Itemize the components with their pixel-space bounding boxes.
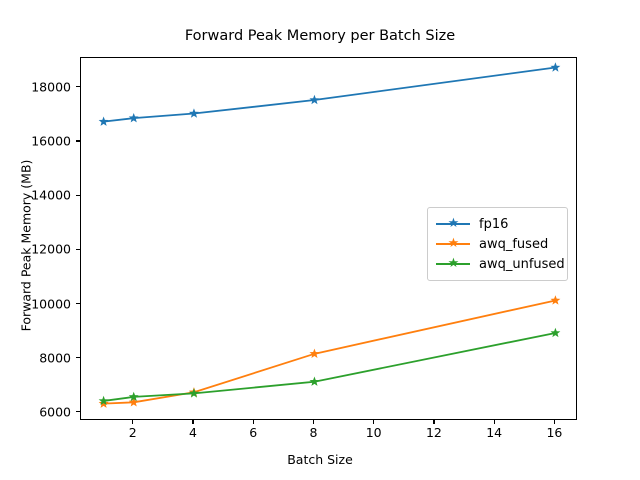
legend-item[interactable]: ★ awq_unfused [436, 254, 565, 274]
x-tick-label: 2 [128, 425, 137, 440]
legend-label-awq-unfused: awq_unfused [479, 256, 565, 272]
y-tick-mark [76, 357, 80, 359]
data-point-marker [189, 108, 199, 118]
y-tick-label: 16000 [31, 133, 71, 149]
data-point-marker [189, 388, 199, 398]
chart-legend: ★ fp16 ★ awq_fused ★ awq_unfused [427, 207, 568, 281]
chart-title: Forward Peak Memory per Batch Size [184, 28, 456, 44]
x-tick-mark [132, 420, 134, 424]
x-tick-label: 14 [486, 425, 503, 440]
y-tick-mark [76, 194, 80, 196]
y-tick-mark [76, 303, 80, 305]
legend-line-icon [436, 223, 470, 225]
data-point-marker [309, 94, 320, 105]
legend-swatch-awq-unfused: ★ [436, 257, 470, 271]
y-tick-mark [76, 140, 80, 142]
y-tick-mark [76, 411, 80, 413]
data-point-marker [128, 397, 139, 407]
x-tick-label: 10 [365, 425, 382, 440]
x-axis-label: Batch Size [287, 452, 353, 467]
data-point-marker [550, 62, 561, 72]
legend-line-icon [436, 263, 470, 265]
x-tick-mark [493, 420, 495, 424]
y-tick-label: 12000 [31, 241, 71, 257]
y-tick-label: 14000 [31, 187, 71, 203]
plot-lines [98, 62, 561, 408]
series-line-awq_fused [103, 299, 556, 405]
data-point-marker [128, 112, 139, 123]
y-tick-label: 10000 [31, 296, 71, 311]
y-tick-label: 6000 [39, 404, 71, 420]
legend-label-awq-fused: awq_fused [479, 236, 549, 252]
x-tick-mark [433, 420, 435, 424]
x-tick-mark [192, 420, 194, 424]
star-marker-icon: ★ [447, 236, 460, 251]
x-tick-label: 16 [546, 425, 563, 440]
data-point-marker [550, 295, 561, 305]
series-line-awq_unfused [103, 332, 556, 402]
star-marker-icon: ★ [447, 256, 460, 271]
data-point-marker [550, 327, 561, 338]
x-tick-label: 6 [249, 425, 258, 440]
data-point-marker [309, 376, 320, 386]
data-point-marker [98, 395, 109, 406]
data-point-marker [98, 116, 109, 126]
y-tick-mark [76, 86, 80, 88]
legend-swatch-awq-fused: ★ [436, 237, 470, 251]
data-point-marker [98, 398, 109, 408]
x-tick-mark [373, 420, 375, 424]
x-tick-mark [553, 420, 555, 424]
y-tick-label: 8000 [39, 350, 71, 366]
data-point-marker [309, 348, 320, 359]
x-tick-label: 12 [425, 425, 442, 440]
star-marker-icon: ★ [447, 216, 460, 231]
y-tick-mark [76, 248, 80, 250]
x-tick-mark [312, 420, 315, 424]
legend-line-icon [436, 243, 470, 245]
y-tick-label: 18000 [31, 79, 71, 95]
data-point-marker [128, 391, 139, 402]
legend-label-fp16: fp16 [479, 216, 509, 232]
legend-item[interactable]: ★ awq_fused [436, 234, 559, 254]
x-tick-mark [252, 420, 254, 424]
legend-item[interactable]: ★ fp16 [436, 214, 559, 234]
series-line-fp16 [103, 66, 556, 123]
x-tick-label: 8 [309, 425, 318, 440]
x-tick-label: 4 [188, 425, 197, 440]
legend-swatch-fp16: ★ [436, 217, 470, 231]
